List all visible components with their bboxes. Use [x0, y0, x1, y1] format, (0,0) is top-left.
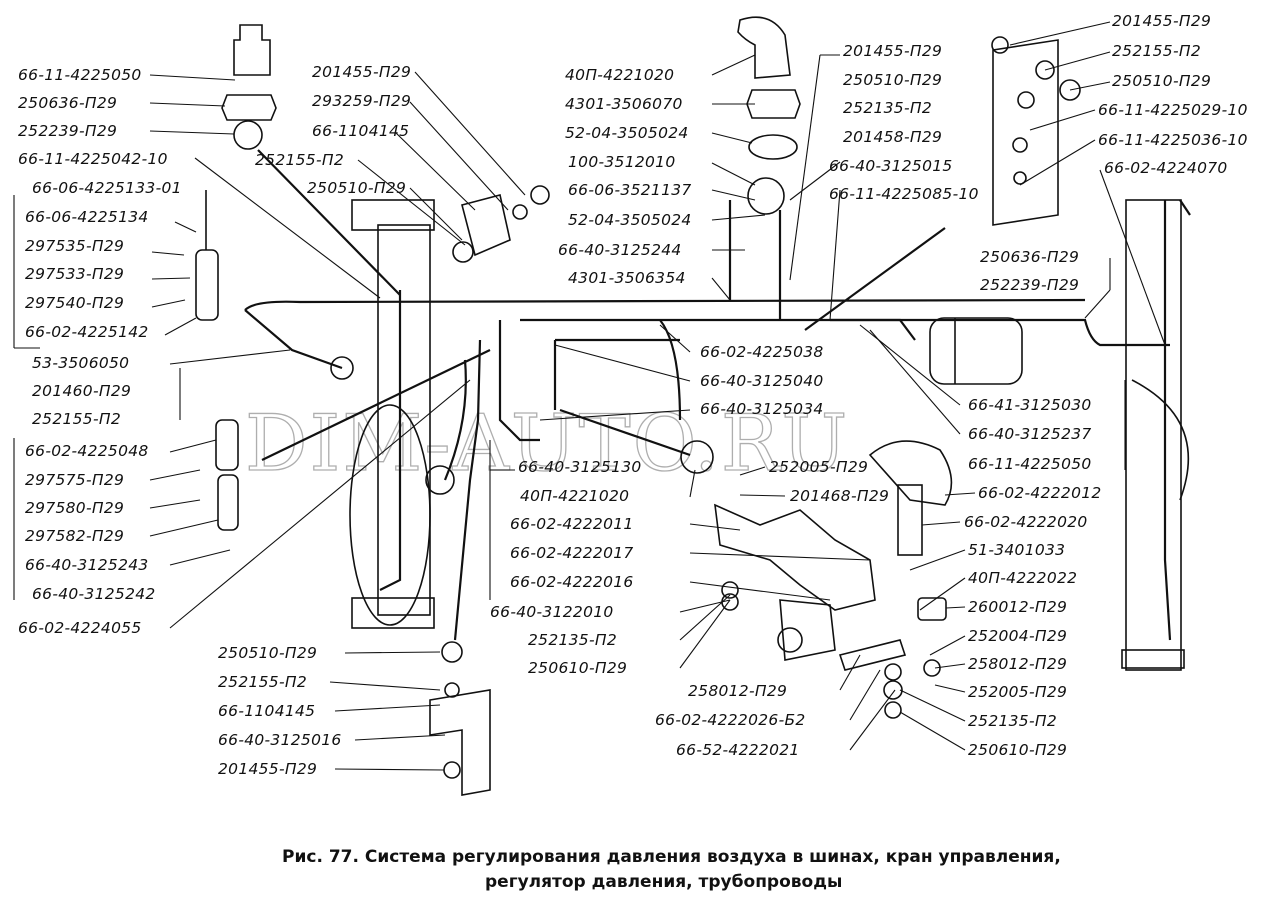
- part-label: 250610-П29: [528, 659, 627, 677]
- part-label: 66-40-3125040: [700, 372, 824, 390]
- part-label: 66-40-3125244: [558, 241, 682, 259]
- part-label: 100-3512010: [568, 153, 676, 171]
- part-label: 66-06-4225133-01: [32, 179, 182, 197]
- part-label: 66-40-3125016: [218, 731, 342, 749]
- part-label: 66-02-4222012: [978, 484, 1102, 502]
- part-label: 252005-П29: [769, 458, 868, 476]
- part-label: 66-11-4225085-10: [829, 185, 979, 203]
- part-label: 252004-П29: [968, 627, 1067, 645]
- part-label: 66-52-4222021: [676, 741, 800, 759]
- part-label: 201458-П29: [843, 128, 942, 146]
- figure-caption-line-1: Рис. 77. Система регулирования давления …: [282, 847, 1061, 867]
- part-label: 66-11-4225029-10: [1098, 101, 1248, 119]
- part-label: 66-11-4225042-10: [18, 150, 168, 168]
- part-label: 66-40-3125034: [700, 400, 824, 418]
- part-label: 258012-П29: [968, 655, 1067, 673]
- part-label: 66-11-4225036-10: [1098, 131, 1248, 149]
- part-label: 250510-П29: [843, 71, 942, 89]
- part-label: 40П-4222022: [968, 569, 1077, 587]
- part-label: 252239-П29: [18, 122, 117, 140]
- part-label: 66-02-4225048: [25, 442, 149, 460]
- part-labels: 66-11-4225050 250636-П29 252239-П29 66-1…: [18, 12, 1248, 778]
- part-label: 252135-П2: [843, 99, 932, 117]
- part-label: 66-02-4222026-Б2: [655, 711, 806, 729]
- part-label: 66-02-4225038: [700, 343, 824, 361]
- part-label: 297575-П29: [25, 471, 124, 489]
- part-label: 66-41-3125030: [968, 396, 1092, 414]
- part-label: 66-1104145: [218, 702, 315, 720]
- part-label: 250510-П29: [218, 644, 317, 662]
- part-label: 4301-3506070: [565, 95, 683, 113]
- part-label: 250510-П29: [1112, 72, 1211, 90]
- part-label: 250610-П29: [968, 741, 1067, 759]
- part-label: 252005-П29: [968, 683, 1067, 701]
- part-label: 260012-П29: [968, 598, 1067, 616]
- part-label: 66-02-4222020: [964, 513, 1088, 531]
- part-label: 40П-4221020: [520, 487, 629, 505]
- part-label: 52-04-3505024: [565, 124, 689, 142]
- part-label: 66-02-4222017: [510, 544, 634, 562]
- part-label: 66-40-3125130: [518, 458, 642, 476]
- part-label: 250636-П29: [18, 94, 117, 112]
- part-label: 252135-П2: [528, 631, 617, 649]
- part-label: 66-40-3125015: [829, 157, 953, 175]
- part-label: 252135-П2: [968, 712, 1057, 730]
- part-label: 252155-П2: [32, 410, 121, 428]
- part-label: 252155-П2: [218, 673, 307, 691]
- part-label: 201455-П29: [312, 63, 411, 81]
- part-label: 66-40-3125243: [25, 556, 149, 574]
- part-label: 51-3401033: [968, 541, 1065, 559]
- part-label: 201455-П29: [1112, 12, 1211, 30]
- part-label: 66-11-4225050: [968, 455, 1092, 473]
- part-label: 66-40-3125242: [32, 585, 156, 603]
- part-label: 40П-4221020: [565, 66, 674, 84]
- part-label: 252239-П29: [980, 276, 1079, 294]
- part-label: 297540-П29: [25, 294, 124, 312]
- part-label: 250510-П29: [307, 179, 406, 197]
- part-label: 297580-П29: [25, 499, 124, 517]
- part-label: 258012-П29: [688, 682, 787, 700]
- leader-lines: [13, 21, 1166, 771]
- part-label: 201455-П29: [218, 760, 317, 778]
- part-label: 66-02-4224055: [18, 619, 142, 637]
- part-label: 201460-П29: [32, 382, 131, 400]
- part-label: 52-04-3505024: [568, 211, 692, 229]
- pipelines: [244, 149, 1191, 641]
- part-label: 4301-3506354: [568, 269, 686, 287]
- part-label: 66-02-4222011: [510, 515, 634, 533]
- part-label: 293259-П29: [312, 92, 411, 110]
- part-label: 66-06-4225134: [25, 208, 149, 226]
- watermark: DIM-AUTO.RU: [245, 399, 849, 489]
- part-label: 201468-П29: [790, 487, 889, 505]
- part-label: 66-06-3521137: [568, 181, 692, 199]
- part-label: 297535-П29: [25, 237, 124, 255]
- part-label: 201455-П29: [843, 42, 942, 60]
- part-label: 66-02-4225142: [25, 323, 149, 341]
- part-label: 66-11-4225050: [18, 66, 142, 84]
- part-label: 250636-П29: [980, 248, 1079, 266]
- part-label: 297533-П29: [25, 265, 124, 283]
- part-label: 66-40-3125237: [968, 425, 1092, 443]
- part-label: 252155-П2: [1112, 42, 1201, 60]
- part-label: 66-02-4222016: [510, 573, 634, 591]
- part-label: 66-40-3122010: [490, 603, 614, 621]
- part-label: 252155-П2: [255, 151, 344, 169]
- part-label: 53-3506050: [32, 354, 129, 372]
- figure-caption-line-2: регулятор давления, трубопроводы: [485, 872, 842, 892]
- part-label: 66-02-4224070: [1104, 159, 1228, 177]
- part-label: 297582-П29: [25, 527, 124, 545]
- part-label: 66-1104145: [312, 122, 409, 140]
